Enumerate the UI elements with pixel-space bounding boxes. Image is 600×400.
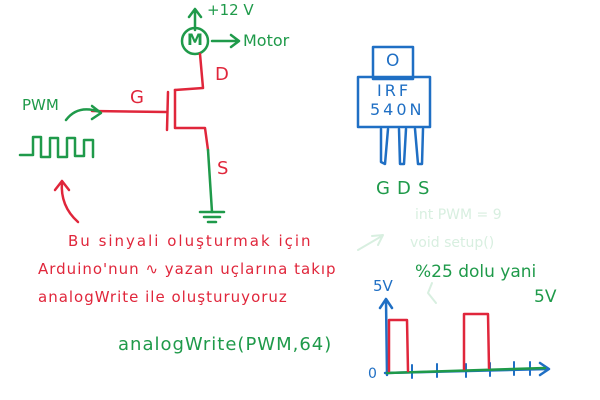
pwm-label: PWM <box>22 96 59 114</box>
faint-code-line-2: void setup() <box>410 235 495 251</box>
package-pin-label-g: G <box>376 178 390 199</box>
graph-y-zero-label: 0 <box>368 366 377 382</box>
ground-symbol <box>198 210 226 224</box>
package-tab-label: O <box>386 51 400 71</box>
package-part-line1: IRF <box>377 81 412 100</box>
graph-y-axis <box>378 297 394 377</box>
duty-voltage-text: 5V <box>534 287 557 307</box>
graph-pulse-2 <box>462 312 491 371</box>
note-line-2: Arduino'nun ∿ yazan uçlarına takıp <box>38 260 337 278</box>
note-line-1: Bu sinyali oluşturmak için <box>68 232 313 250</box>
duty-cycle-graph <box>378 297 551 379</box>
graph-y-top-label: 5V <box>373 277 393 295</box>
supply-arrow <box>187 7 203 32</box>
package-pin-label-s: S <box>418 178 430 199</box>
duty-cycle-text: %25 dolu yani <box>415 262 537 282</box>
mosfet-channel <box>173 88 210 152</box>
faint-brace <box>427 282 437 304</box>
pwm-curve-arrow <box>64 104 103 122</box>
motor-symbol: M <box>187 30 203 49</box>
source-label: S <box>217 158 229 179</box>
package-pin-label-d: D <box>397 178 411 199</box>
package-tab <box>371 45 415 81</box>
package-body <box>356 75 432 129</box>
source-wire <box>206 148 214 214</box>
drain-label: D <box>215 64 229 85</box>
motor-drain-wire <box>173 52 205 92</box>
package-pin-s <box>413 127 425 166</box>
supply-label: +12 V <box>207 1 254 19</box>
package-pin-g <box>379 127 390 166</box>
gate-label: G <box>130 87 144 108</box>
motor-label: Motor <box>243 31 290 50</box>
graph-pulse-1 <box>387 318 410 373</box>
motor-arrow <box>210 33 241 49</box>
note-arrow <box>53 179 80 224</box>
package-part-line2: 540N <box>370 100 425 119</box>
faint-arrow <box>357 234 384 251</box>
gate-wire <box>90 109 168 114</box>
mosfet-gate-plate <box>165 90 170 132</box>
pwm-square-wave <box>18 135 95 159</box>
analogwrite-code: analogWrite(PWM,64) <box>118 334 333 355</box>
graph-baseline-signal <box>385 366 547 375</box>
faint-code-line-1: int PWM = 9 <box>415 207 502 223</box>
motor-circle <box>180 26 210 56</box>
note-line-3: analogWrite ile oluşturuyoruz <box>38 288 288 306</box>
package-pin-d <box>397 127 408 166</box>
